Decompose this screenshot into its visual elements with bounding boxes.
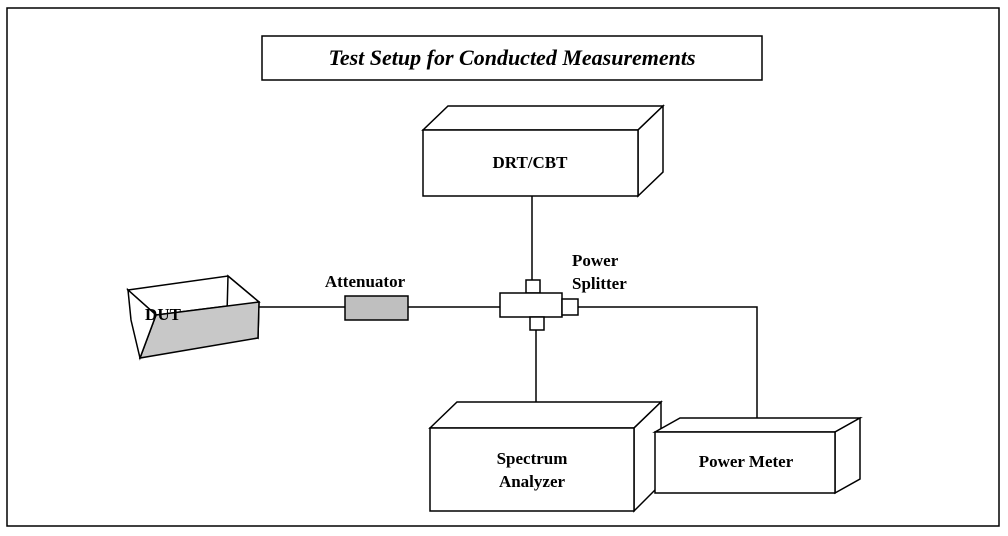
drt-cbt-label: DRT/CBT xyxy=(493,153,569,172)
spectrum-analyzer-box: Spectrum Analyzer xyxy=(428,400,663,513)
attenuator: Attenuator xyxy=(325,272,409,321)
power-splitter xyxy=(499,279,579,331)
attenuator-label: Attenuator xyxy=(325,272,406,291)
outer-border xyxy=(6,7,1000,527)
drt-cbt-box: DRT/CBT xyxy=(421,104,665,198)
power-meter-label: Power Meter xyxy=(699,452,794,471)
power-splitter-label-line2: Splitter xyxy=(572,274,627,293)
dut-label: DUT xyxy=(145,305,182,324)
power-meter-box: Power Meter xyxy=(652,416,863,495)
spectrum-analyzer-label-line2: Analyzer xyxy=(499,472,566,491)
dut-box: DUT xyxy=(126,274,261,361)
connection-lines xyxy=(258,196,758,418)
title-box: Test Setup for Conducted Measurements xyxy=(261,35,763,81)
diagram-title: Test Setup for Conducted Measurements xyxy=(328,45,695,70)
spectrum-analyzer-label-line1: Spectrum xyxy=(497,449,568,468)
power-splitter-label-line1: Power xyxy=(572,251,619,270)
